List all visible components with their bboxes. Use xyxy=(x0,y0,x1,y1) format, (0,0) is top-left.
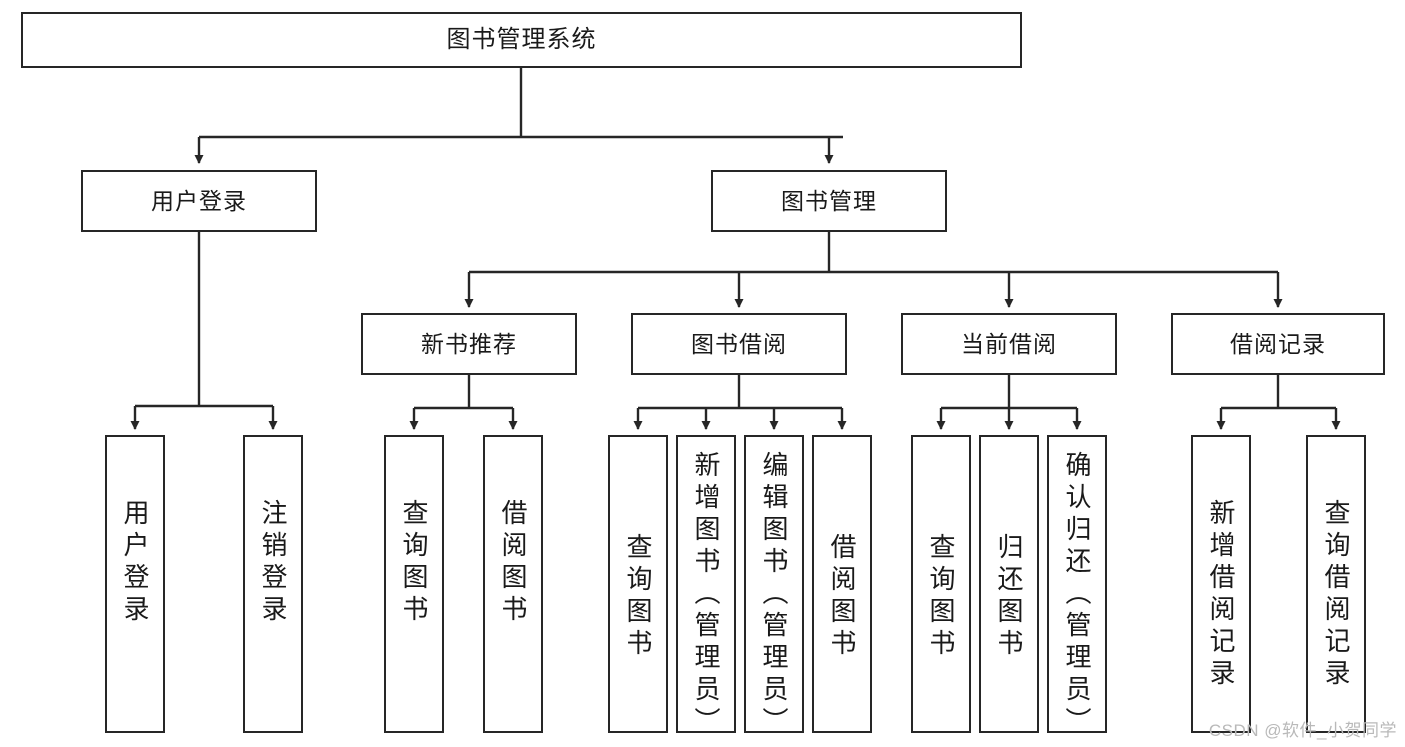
node-label: 借阅记录 xyxy=(1230,330,1326,357)
node-label: 查询图书 xyxy=(926,533,956,661)
node-label: 图书借阅 xyxy=(691,330,787,357)
leaf-return-book[interactable]: 归还图书 xyxy=(979,435,1039,733)
node-book-management[interactable]: 图书管理 xyxy=(711,170,947,232)
node-label: 查询借阅记录 xyxy=(1321,499,1351,691)
node-label: 注销登录 xyxy=(258,499,288,627)
leaf-add-borrow-record[interactable]: 新增借阅记录 xyxy=(1191,435,1251,733)
leaf-confirm-return-admin[interactable]: 确认归还（管理员） xyxy=(1047,435,1107,739)
node-book-management-system[interactable]: 图书管理系统 xyxy=(21,12,1022,68)
node-label: 编辑图书（管理员） xyxy=(759,451,789,739)
node-book-borrow[interactable]: 图书借阅 xyxy=(631,313,847,375)
node-label: 新书推荐 xyxy=(421,330,517,357)
leaf-edit-book-admin[interactable]: 编辑图书（管理员） xyxy=(744,435,804,739)
leaf-borrow-book[interactable]: 借阅图书 xyxy=(812,435,872,733)
leaf-add-book-admin[interactable]: 新增图书（管理员） xyxy=(676,435,736,739)
leaf-query-book-current[interactable]: 查询图书 xyxy=(911,435,971,733)
leaf-query-book-recommend[interactable]: 查询图书 xyxy=(384,435,444,733)
leaf-logout[interactable]: 注销登录 xyxy=(243,435,303,733)
leaf-user-login[interactable]: 用户登录 xyxy=(105,435,165,733)
node-label: 借阅图书 xyxy=(498,499,528,627)
csdn-watermark: CSDN @软件_小贺同学 xyxy=(1208,721,1397,740)
node-borrow-record[interactable]: 借阅记录 xyxy=(1171,313,1385,375)
node-label: 查询图书 xyxy=(399,499,429,627)
node-label: 图书管理系统 xyxy=(446,26,597,54)
node-label: 当前借阅 xyxy=(961,330,1057,357)
node-label: 借阅图书 xyxy=(827,533,857,661)
node-label: 新增图书（管理员） xyxy=(691,451,721,739)
node-user-login[interactable]: 用户登录 xyxy=(81,170,317,232)
leaf-query-book-borrow[interactable]: 查询图书 xyxy=(608,435,668,733)
node-new-book-recommend[interactable]: 新书推荐 xyxy=(361,313,577,375)
node-label: 确认归还（管理员） xyxy=(1062,451,1092,739)
leaf-query-borrow-record[interactable]: 查询借阅记录 xyxy=(1306,435,1366,733)
node-current-borrow[interactable]: 当前借阅 xyxy=(901,313,1117,375)
node-label: 图书管理 xyxy=(781,187,877,214)
node-label: 用户登录 xyxy=(120,499,150,627)
node-label: 用户登录 xyxy=(151,187,247,214)
leaf-borrow-book-recommend[interactable]: 借阅图书 xyxy=(483,435,543,733)
node-label: 查询图书 xyxy=(623,533,653,661)
node-label: 新增借阅记录 xyxy=(1206,499,1236,691)
node-label: 归还图书 xyxy=(994,533,1024,661)
